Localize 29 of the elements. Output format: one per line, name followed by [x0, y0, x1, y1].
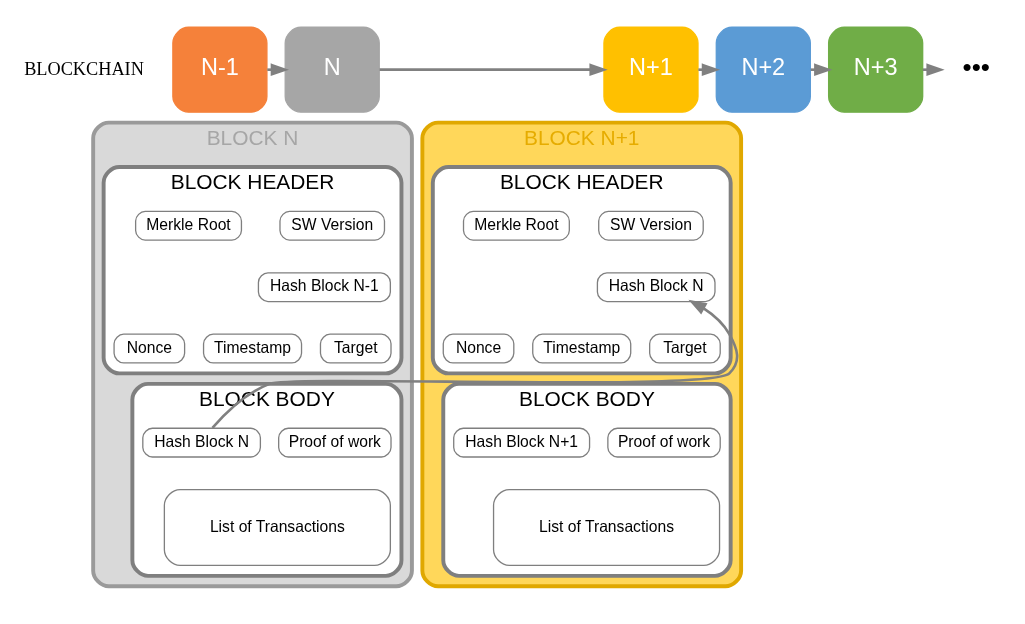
node-box: Hash Block N	[596, 272, 716, 303]
node-box: N+1	[603, 26, 699, 113]
node-box: N-1	[172, 26, 268, 113]
node-box: Nonce	[113, 333, 186, 364]
node-box: Target	[649, 333, 721, 364]
node-box: N	[284, 26, 380, 113]
node-box: Hash Block N	[142, 427, 262, 458]
node-box: Hash Block N-1	[257, 272, 391, 303]
node-box: Merkle Root	[134, 210, 243, 241]
node-box: N+2	[715, 26, 811, 113]
node-text: •••	[962, 52, 990, 83]
node-box: Hash Block N+1	[453, 427, 591, 458]
node-box: SW Version	[279, 210, 386, 241]
node-box: Target	[319, 333, 392, 364]
arrow	[267, 63, 289, 77]
arrow	[698, 63, 721, 77]
node-box: Nonce	[442, 333, 515, 364]
node-box: List of Transactions	[492, 489, 721, 567]
node-box: List of Transactions	[163, 489, 391, 567]
node-box: SW Version	[598, 210, 704, 241]
node-box: Proof of work	[278, 427, 392, 458]
node-box: Timestamp	[532, 333, 632, 364]
node-box: Timestamp	[202, 333, 303, 364]
node-box: N+3	[827, 26, 924, 113]
node-box: Proof of work	[607, 427, 721, 458]
node-box: Merkle Root	[462, 210, 570, 241]
arrow	[379, 63, 608, 77]
arrow	[211, 299, 739, 429]
label: BLOCKCHAIN	[24, 58, 144, 79]
